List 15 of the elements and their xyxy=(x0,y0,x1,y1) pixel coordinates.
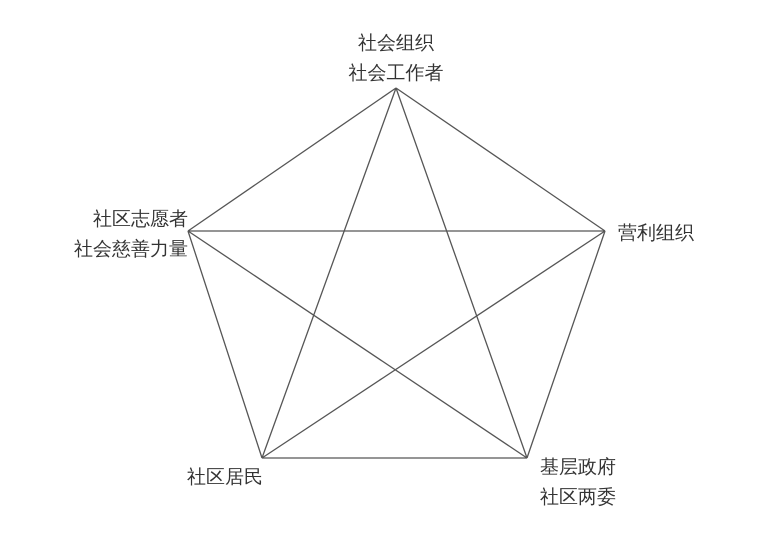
connector-line xyxy=(262,230,606,459)
node-label: 社会组织 社会工作者 xyxy=(296,24,496,88)
connector-line xyxy=(526,230,606,458)
connector-line xyxy=(262,457,527,459)
connector-line xyxy=(395,88,528,458)
connector-line xyxy=(261,88,397,458)
connector-line xyxy=(396,87,606,232)
connector-line xyxy=(188,230,605,232)
connector-line xyxy=(188,230,528,459)
node-label: 基层政府 社区两委 xyxy=(527,452,667,512)
connector-line xyxy=(187,230,263,458)
node-label: 社区居民 xyxy=(165,458,285,492)
node-label: 社区志愿者 社会慈善力量 xyxy=(10,204,188,264)
connector-line xyxy=(188,87,396,232)
node-label: 营利组织 xyxy=(605,218,735,248)
